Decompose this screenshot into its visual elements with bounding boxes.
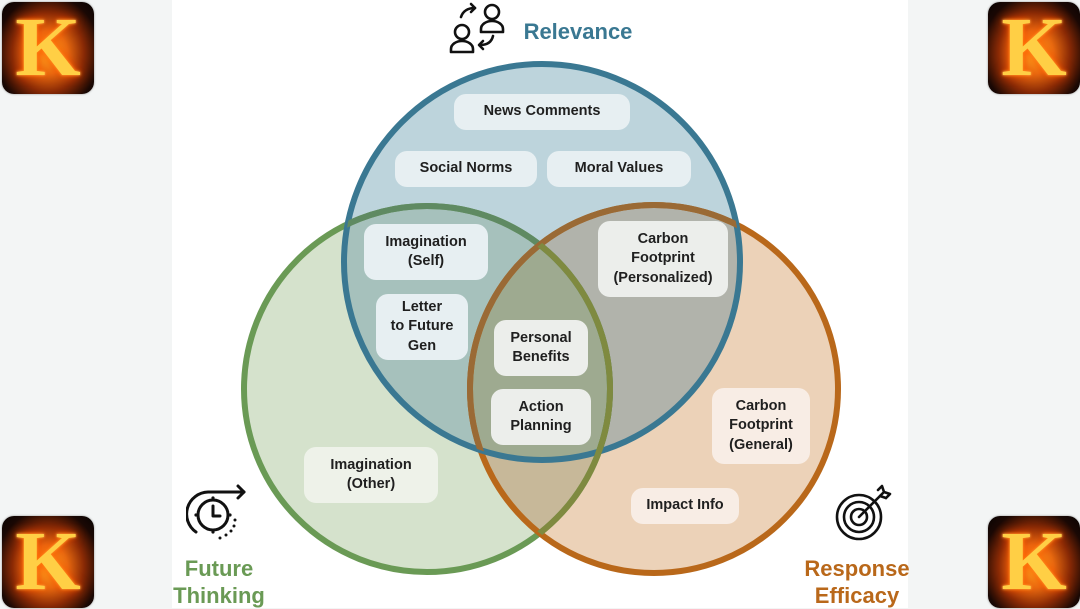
- item-imagination-self: Imagination (Self): [364, 224, 488, 280]
- item-text: Imagination: [385, 233, 467, 250]
- logo-letter: K: [1001, 2, 1067, 94]
- item-carbon-footprint-personalized: Carbon Footprint (Personalized): [598, 221, 728, 297]
- item-carbon-footprint-general: Carbon Footprint (General): [712, 388, 810, 464]
- item-text: Carbon: [735, 397, 787, 414]
- item-text: (Personalized): [613, 269, 713, 286]
- future-thinking-label-line-2: Thinking: [173, 583, 265, 608]
- k-logo-top-right: K: [988, 2, 1080, 94]
- item-imagination-other: Imagination (Other): [304, 447, 438, 503]
- item-text: Carbon: [637, 230, 689, 247]
- item-text: Imagination: [330, 456, 412, 473]
- logo-letter: K: [15, 2, 81, 94]
- future-thinking-label-line-1: Future: [184, 556, 254, 581]
- item-text: Social Norms: [419, 160, 513, 177]
- response-efficacy-label-line-2: Efficacy: [814, 583, 900, 608]
- item-text: Action: [518, 398, 564, 415]
- item-text: Impact Info: [646, 497, 724, 514]
- clock-forward-icon: [186, 484, 246, 540]
- item-text: to Future: [390, 318, 454, 335]
- item-text: Letter: [401, 298, 443, 315]
- response-efficacy-label: Response Efficacy: [800, 555, 914, 609]
- item-text: Footprint: [729, 417, 793, 434]
- center-overlap: [470, 206, 610, 460]
- target-arrow-icon: [835, 484, 892, 541]
- people-exchange-icon: [449, 2, 505, 54]
- future-outline-in-efficacy: [470, 205, 613, 573]
- item-text: (General): [729, 436, 793, 453]
- item-text: Planning: [510, 418, 572, 434]
- item-text: Moral Values: [574, 160, 664, 177]
- item-social-norms: Social Norms: [395, 151, 537, 187]
- item-text: Footprint: [631, 250, 695, 267]
- logo-letter: K: [15, 516, 81, 608]
- item-text: Personal: [510, 329, 572, 346]
- response-efficacy-label-line-1: Response: [804, 556, 910, 581]
- k-logo-bottom-right: K: [988, 516, 1080, 608]
- item-text: Benefits: [512, 349, 570, 365]
- relevance-circle-outline: [341, 61, 743, 463]
- item-impact-info: Impact Info: [631, 488, 739, 524]
- k-logo-bottom-left: K: [2, 516, 94, 608]
- item-moral-values: Moral Values: [547, 151, 691, 187]
- item-letter-to-future-gen: Letter to Future Gen: [376, 294, 468, 360]
- item-text: (Other): [346, 476, 396, 492]
- item-news-comments: News Comments: [454, 94, 630, 130]
- logo-letter: K: [1001, 516, 1067, 608]
- item-personal-benefits: Personal Benefits: [494, 320, 588, 376]
- item-text: (Self): [407, 253, 445, 269]
- item-text: Gen: [407, 337, 437, 354]
- efficacy-outline-in-relevance: [467, 202, 740, 460]
- future-thinking-label: Future Thinking: [170, 555, 268, 609]
- item-text: News Comments: [483, 103, 601, 120]
- relevance-label: Relevance: [523, 19, 633, 44]
- k-logo-top-left: K: [2, 2, 94, 94]
- item-action-planning: Action Planning: [491, 389, 591, 445]
